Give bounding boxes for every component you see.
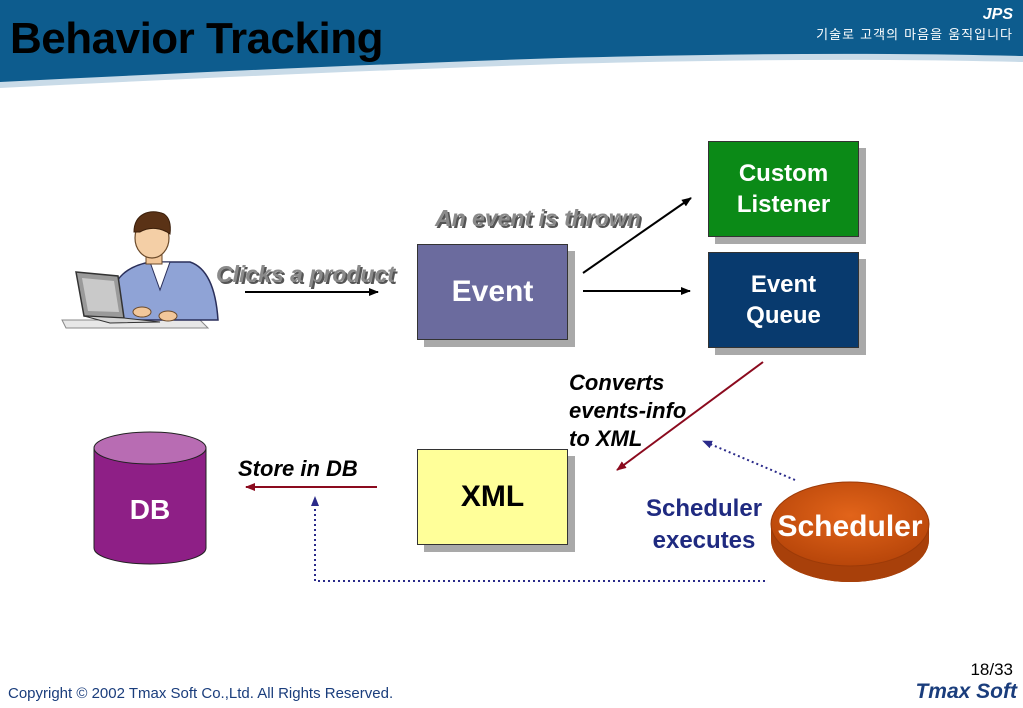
header-band bbox=[0, 0, 1023, 88]
arrow-queue-to-xml bbox=[616, 361, 764, 471]
scheduler-disk bbox=[770, 481, 930, 582]
scheduler-node-label: Scheduler bbox=[777, 510, 923, 543]
user-at-laptop-illustration bbox=[61, 211, 219, 329]
brand-logo: JPS bbox=[982, 6, 1013, 23]
label-clicks-product: Clicks a product bbox=[216, 261, 395, 287]
header-slogan: 기술로 고객의 마음을 움직입니다 bbox=[816, 28, 1013, 43]
page-title: Behavior Tracking bbox=[10, 14, 383, 63]
db-cylinder bbox=[93, 431, 207, 565]
label-scheduler-executes: Scheduler executes bbox=[646, 495, 763, 554]
dotted-arrow-scheduler-converts bbox=[702, 440, 796, 481]
footer-copyright: Copyright © 2002 Tmax Soft Co.,Ltd. All … bbox=[8, 685, 394, 702]
label-store-db: Store in DB bbox=[238, 456, 358, 481]
db-node-label: DB bbox=[129, 494, 171, 525]
label-event-thrown: An event is thrown bbox=[435, 205, 641, 231]
xml-node: XML bbox=[417, 449, 568, 545]
arrow-event-to-listener bbox=[582, 197, 692, 274]
page-number: 18/33 bbox=[970, 660, 1013, 679]
tmax-logo: Tmax Soft bbox=[915, 680, 1017, 703]
dotted-arrow-scheduler-store bbox=[311, 496, 765, 582]
event-node: Event bbox=[417, 244, 568, 340]
label-converts-xml: Converts events-info to XML bbox=[569, 370, 687, 451]
